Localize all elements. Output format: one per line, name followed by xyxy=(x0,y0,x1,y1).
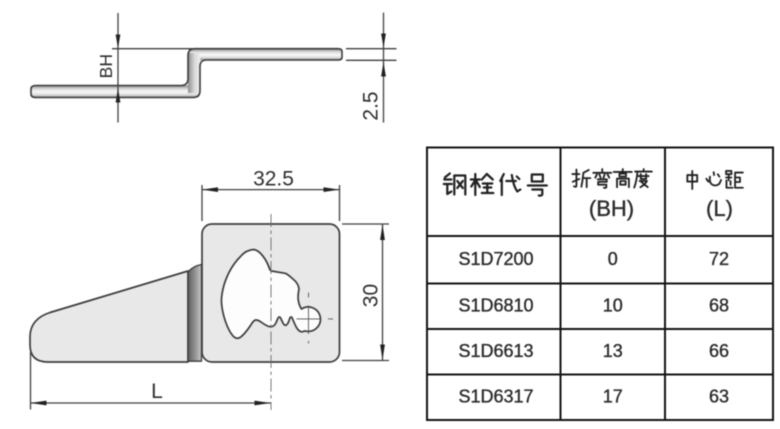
svg-text:32.5: 32.5 xyxy=(253,167,294,190)
svg-text:(L): (L) xyxy=(706,196,733,221)
svg-text:30: 30 xyxy=(360,284,383,307)
svg-text:68: 68 xyxy=(709,296,729,316)
svg-text:S1D6613: S1D6613 xyxy=(458,341,533,361)
svg-text:S1D7200: S1D7200 xyxy=(458,249,533,269)
svg-text:BH: BH xyxy=(96,54,116,78)
svg-text:S1D6810: S1D6810 xyxy=(458,296,533,316)
svg-text:66: 66 xyxy=(709,341,729,361)
svg-text:63: 63 xyxy=(709,387,729,407)
svg-text:10: 10 xyxy=(603,296,623,316)
svg-text:(BH): (BH) xyxy=(589,196,634,221)
svg-text:0: 0 xyxy=(608,249,618,269)
svg-text:13: 13 xyxy=(603,341,623,361)
svg-text:17: 17 xyxy=(603,387,623,407)
svg-text:2.5: 2.5 xyxy=(360,91,383,120)
svg-text:L: L xyxy=(151,380,163,403)
svg-text:S1D6317: S1D6317 xyxy=(458,387,533,407)
svg-text:72: 72 xyxy=(709,249,729,269)
